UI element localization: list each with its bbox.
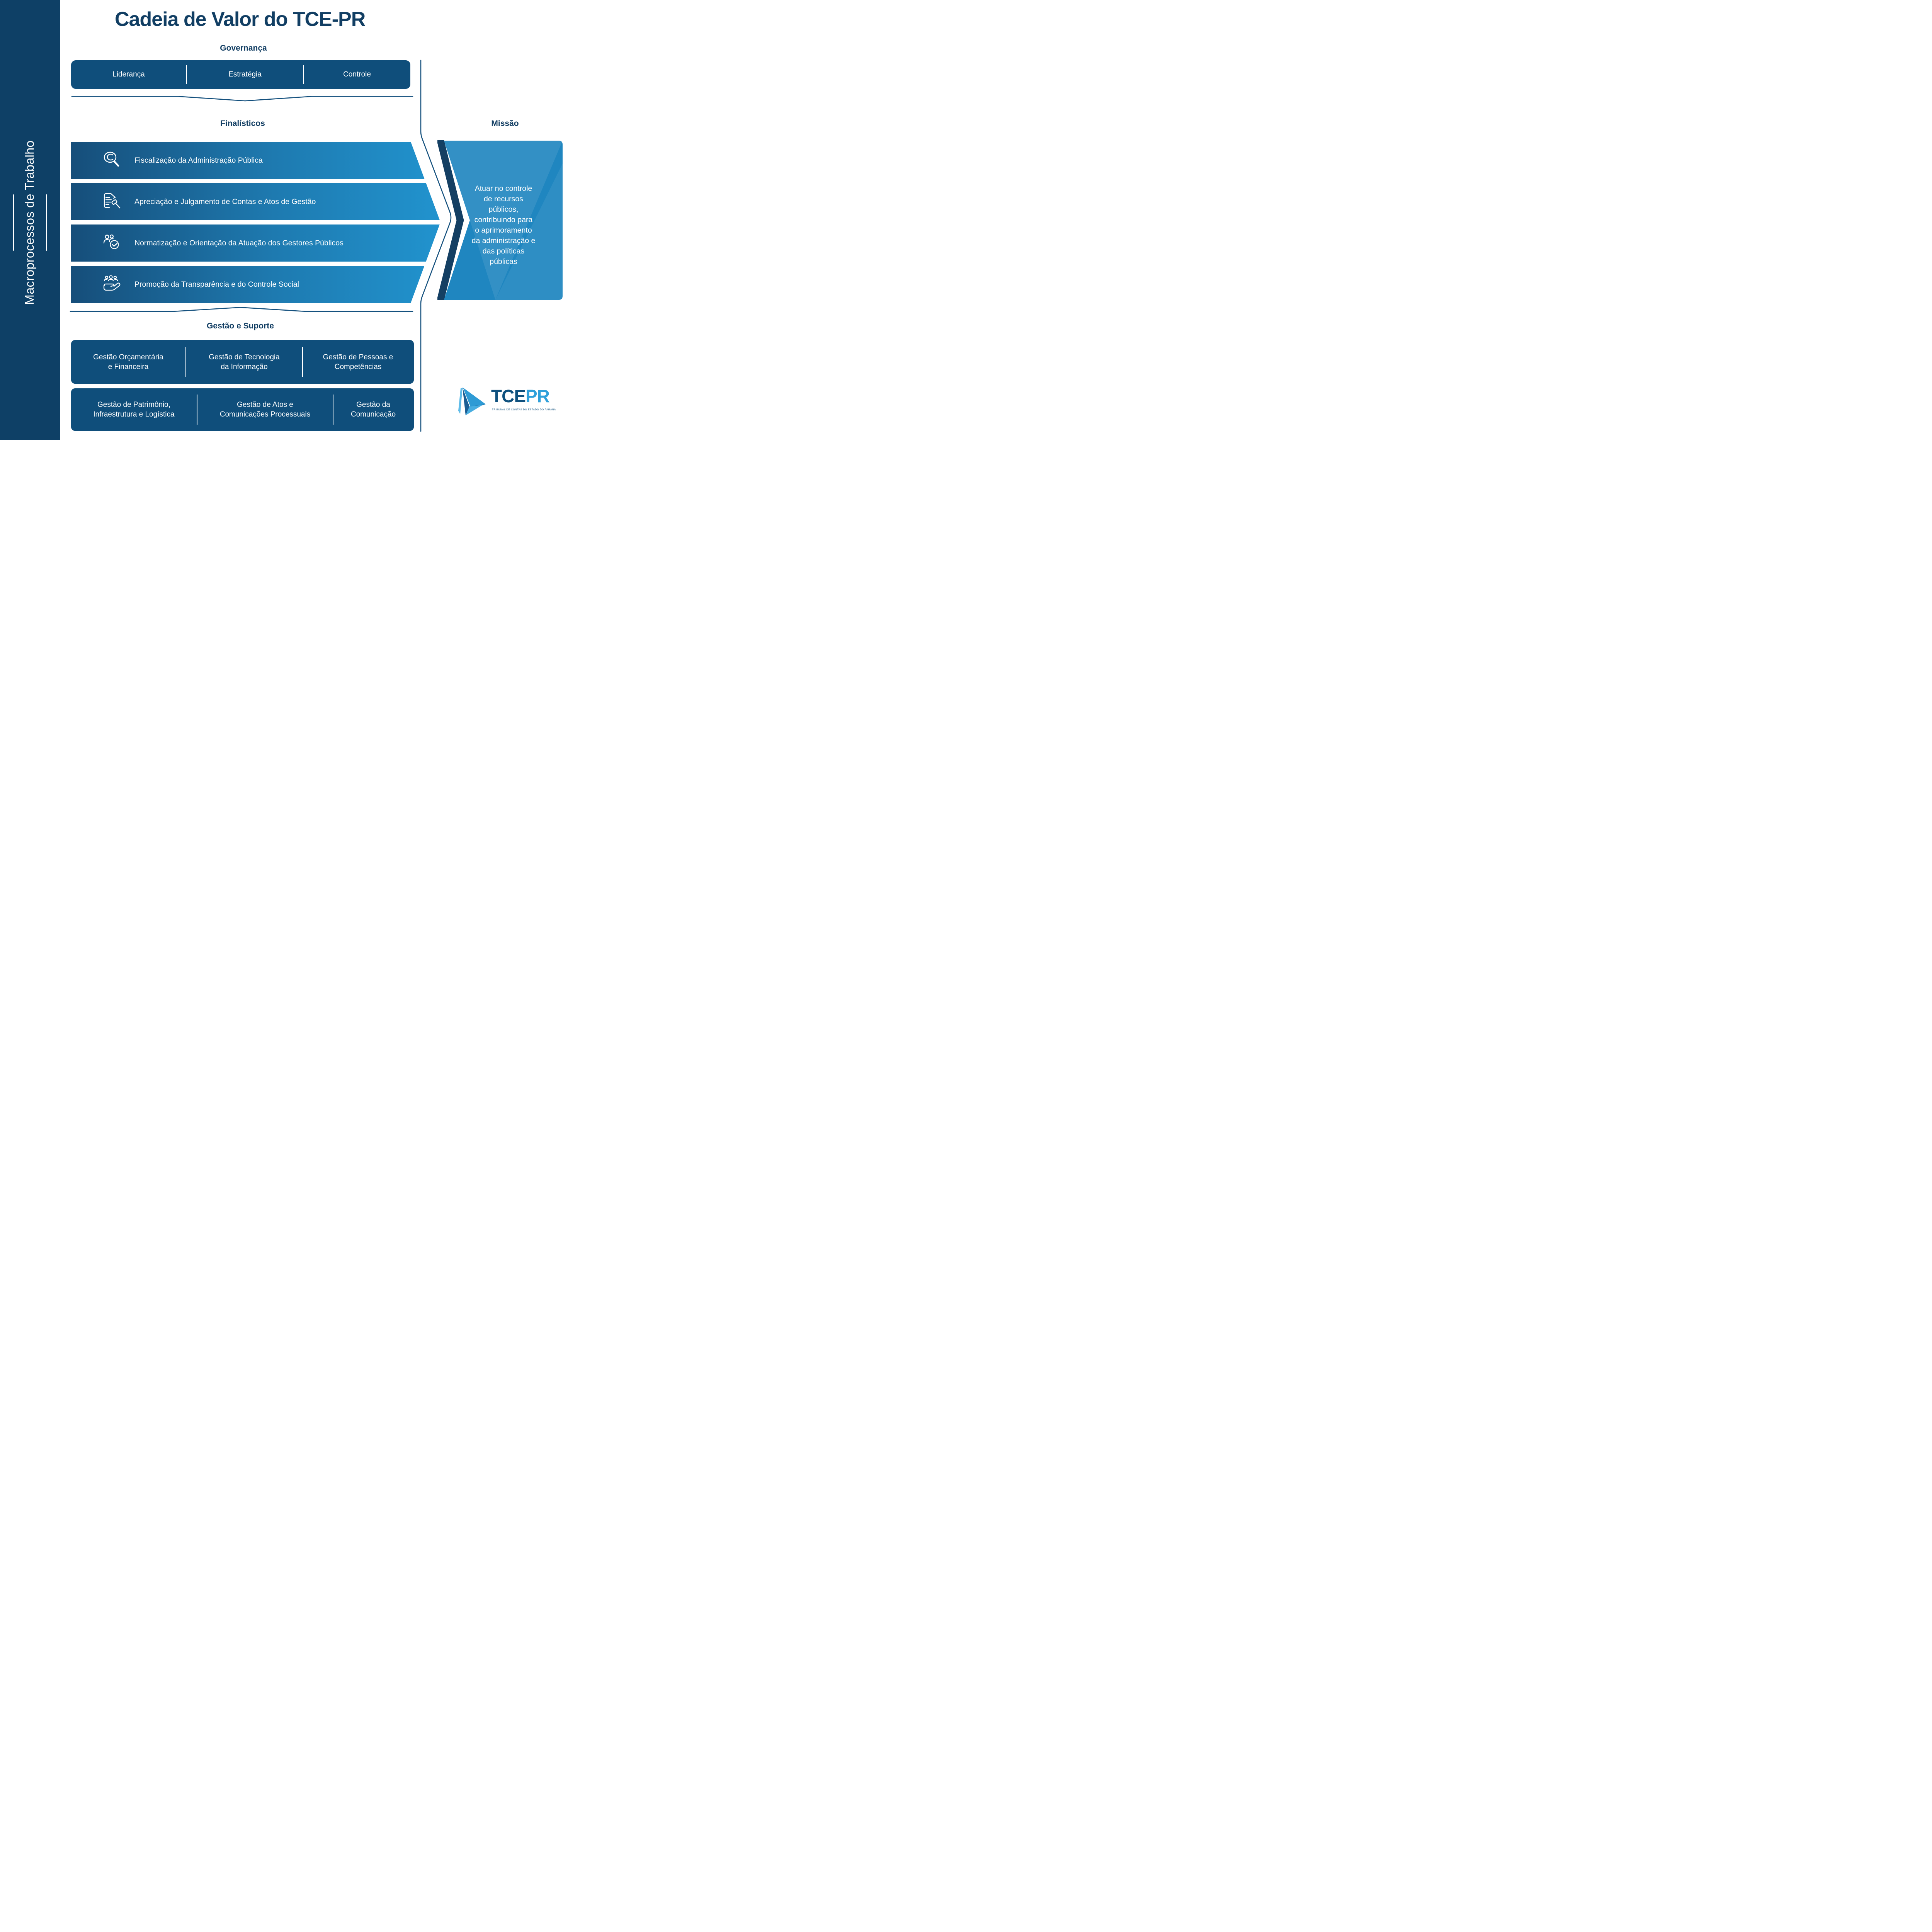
- governance-heading: Governança: [220, 44, 267, 53]
- gestao-item: Gestão de Patrimônio, Infraestrutura e L…: [93, 401, 175, 418]
- logo-pr: PR: [526, 386, 550, 406]
- gestao-item: Gestão da Comunicação: [350, 401, 396, 418]
- arrow-julgamento: Apreciação e Julgamento de Contas e Atos…: [71, 183, 440, 220]
- finalisticos-arrows: Fiscalização da Administração Pública Ap…: [71, 142, 440, 303]
- brace-up: [70, 307, 413, 312]
- page-title: Cadeia de Valor do TCE-PR: [115, 8, 366, 31]
- finalisticos-heading: Finalísticos: [220, 119, 265, 128]
- document-gavel-icon: [104, 193, 121, 209]
- gestao-bar-row1: Gestão Orçamentária e Financeira Gestão …: [71, 340, 414, 384]
- arrow-label: Apreciação e Julgamento de Contas e Atos…: [134, 197, 316, 206]
- separator: [185, 347, 186, 377]
- missao-dark-chevron: [437, 140, 464, 300]
- arrow-transparencia: Promoção da Transparência e do Controle …: [71, 266, 440, 303]
- missao-text: Atuar no controle de recursos públicos, …: [471, 184, 536, 266]
- logo-tce: TCE: [491, 386, 526, 406]
- separator: [303, 65, 304, 84]
- brace-down: [71, 96, 413, 102]
- value-chain-diagram: Macroprocessos de Trabalho Cadeia de Val…: [0, 0, 571, 440]
- gestao-heading: Gestão e Suporte: [207, 321, 274, 330]
- macroprocess-sidebar: Macroprocessos de Trabalho: [0, 0, 60, 440]
- people-check-icon: [103, 234, 119, 249]
- tcepr-logo-icon: [458, 388, 486, 415]
- sidebar-rule: [13, 194, 14, 251]
- governance-item: Controle: [343, 70, 371, 78]
- gestao-item: Gestão de Pessoas e Competências: [323, 353, 393, 371]
- magnifier-icon: [104, 151, 119, 167]
- gestao-bar-row2: Gestão de Patrimônio, Infraestrutura e L…: [71, 388, 414, 431]
- arrow-normatizacao: Normatização e Orientação da Atuação dos…: [71, 224, 440, 262]
- arrow-label: Normatização e Orientação da Atuação dos…: [134, 238, 344, 247]
- hand-people-icon: [103, 275, 121, 291]
- separator: [186, 65, 187, 84]
- governance-item: Liderança: [112, 70, 145, 78]
- arrow-fiscalizacao: Fiscalização da Administração Pública: [71, 142, 440, 179]
- sidebar-rule: [46, 194, 47, 251]
- missao-panel: [444, 141, 563, 300]
- sidebar-label: Macroprocessos de Trabalho: [22, 140, 37, 305]
- governance-item: Estratégia: [228, 70, 262, 78]
- gestao-item: Gestão de Atos e Comunicações Processuai…: [219, 401, 311, 418]
- missao-box: [437, 140, 563, 300]
- logo-subtitle: TRIBUNAL DE CONTAS DO ESTADO DO PARANÁ: [492, 408, 556, 411]
- gestao-item: Gestão Orçamentária e Financeira: [93, 353, 163, 371]
- governance-bar: Liderança Estratégia Controle: [71, 60, 410, 89]
- tcepr-wordmark: TCEPR: [491, 386, 550, 406]
- separator: [302, 347, 303, 377]
- gestao-item: Gestão de Tecnologia da Informação: [209, 353, 280, 371]
- arrow-label: Fiscalização da Administração Pública: [134, 156, 263, 165]
- arrow-label: Promoção da Transparência e do Controle …: [134, 280, 299, 289]
- missao-heading: Missão: [491, 119, 519, 128]
